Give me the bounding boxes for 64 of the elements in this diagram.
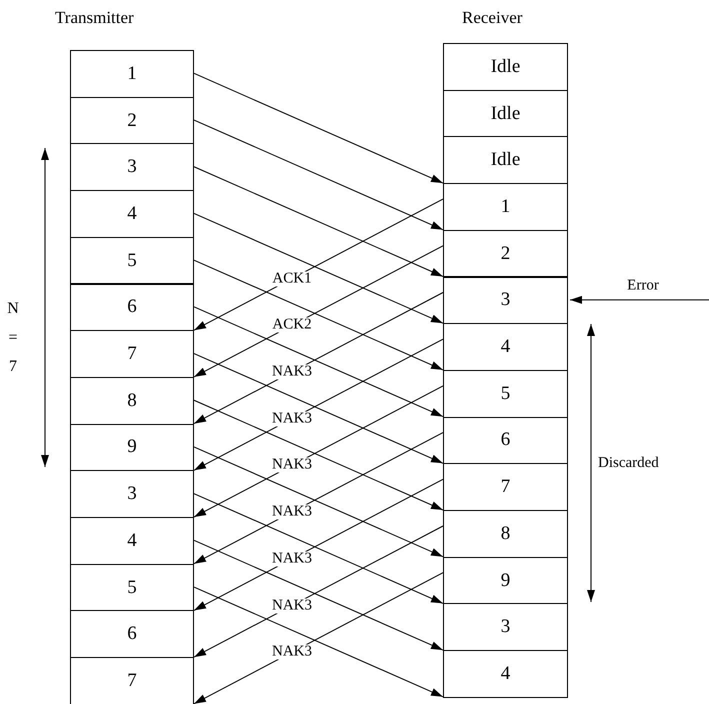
arrow [194, 400, 444, 510]
column-heading: Receiver [462, 8, 522, 28]
arrow [194, 385, 444, 518]
arrow [194, 572, 444, 704]
frame-box: 5 [70, 236, 194, 284]
dimension-label: Discarded [598, 455, 659, 472]
arrow [194, 260, 444, 370]
arrow [194, 245, 444, 378]
frame-box: 6 [443, 416, 568, 464]
arrow [194, 493, 444, 604]
frame-box: 8 [70, 376, 194, 425]
frame-box: 4 [70, 190, 194, 238]
frame-box: 3 [443, 603, 568, 652]
frame-box: 7 [70, 657, 194, 704]
arrow [194, 292, 444, 424]
arrow [194, 198, 444, 331]
dimension-label: N = 7 [6, 299, 20, 377]
frame-box: 4 [70, 517, 194, 565]
edge-label: NAK3 [271, 458, 313, 473]
arrow [194, 353, 444, 464]
frame-box: 2 [70, 96, 194, 144]
arrow [194, 166, 444, 277]
edge-label: NAK3 [271, 364, 313, 380]
column-heading: Transmitter [55, 8, 134, 28]
arrow [194, 72, 444, 184]
edge-label: Error [626, 278, 660, 294]
edge-label: NAK3 [271, 504, 313, 520]
frame-box: 3 [443, 276, 568, 324]
frame-box: 9 [443, 556, 568, 604]
frame-box: 3 [70, 470, 194, 518]
arrow [194, 120, 444, 230]
arrow [194, 586, 444, 698]
frame-box: 3 [70, 143, 194, 192]
frame-box: 1 [70, 50, 194, 98]
frame-box: 7 [70, 330, 194, 378]
frame-box: 2 [443, 230, 568, 278]
arrow [194, 446, 444, 558]
edge-label: NAK3 [271, 598, 313, 613]
frame-box: 6 [70, 610, 194, 658]
frame-box: 5 [70, 564, 194, 612]
frame-box: Idle [443, 90, 568, 138]
frame-box: 4 [443, 323, 568, 371]
frame-box: 4 [443, 650, 568, 698]
edge-label: ACK2 [271, 318, 313, 333]
frame-box: 5 [443, 370, 568, 418]
arrow [194, 432, 444, 564]
edge-label: NAK3 [271, 644, 313, 660]
arrow [194, 338, 444, 471]
frame-box: 1 [443, 183, 568, 231]
frame-box: 6 [70, 284, 194, 332]
edge-label: NAK3 [271, 551, 313, 566]
arrow [194, 306, 444, 418]
edge-label: ACK1 [271, 271, 313, 286]
arrow [194, 540, 444, 651]
frame-box: Idle [443, 136, 568, 184]
arrow [194, 212, 444, 324]
edge-label: NAK3 [271, 411, 313, 426]
frame-box: 7 [443, 463, 568, 511]
arrow [194, 478, 444, 611]
arrow [194, 526, 444, 658]
frame-box: Idle [443, 43, 568, 91]
arrow [570, 296, 709, 304]
frame-box: 9 [70, 424, 194, 472]
frame-box: 8 [443, 510, 568, 558]
